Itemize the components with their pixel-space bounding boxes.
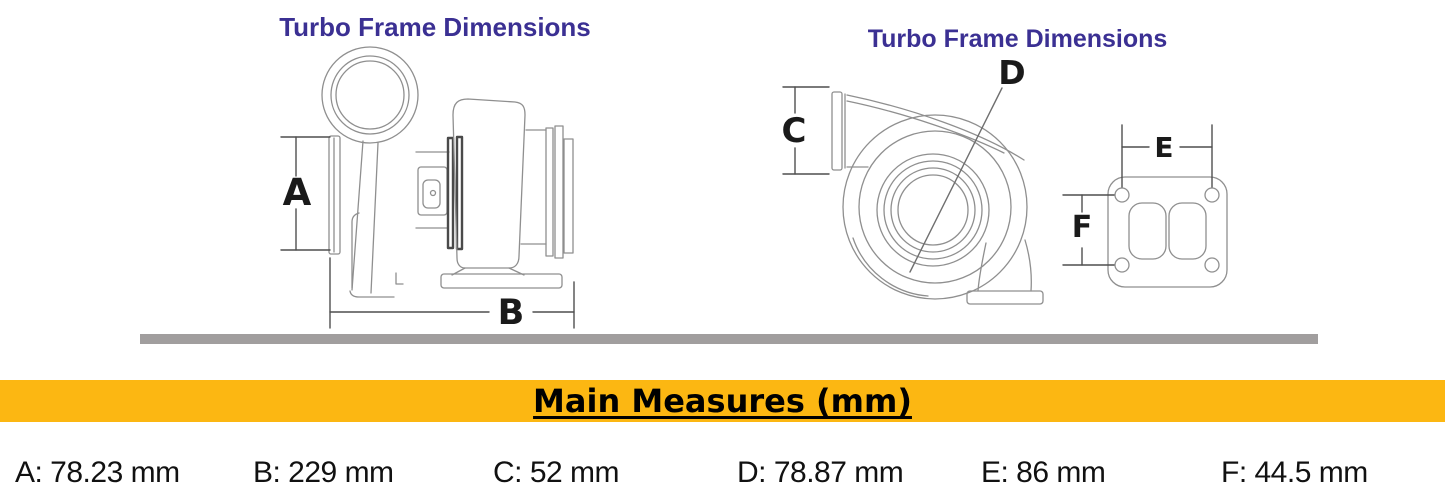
measure-b: B: 229 mm xyxy=(253,456,394,489)
dim-label-a: A xyxy=(283,171,312,214)
left-diagram-title: Turbo Frame Dimensions xyxy=(279,12,591,42)
dim-label-e: E xyxy=(1154,131,1173,164)
main-measures-banner: Main Measures (mm) xyxy=(0,380,1445,422)
compressor-neck xyxy=(349,140,404,298)
right-diagram: C D E F xyxy=(782,53,1228,305)
base-pedestal xyxy=(440,267,563,289)
exhaust-flange-face xyxy=(1107,176,1228,288)
turbo-drawings: A B xyxy=(140,46,1318,344)
measure-e: E: 86 mm xyxy=(981,456,1106,489)
measure-a: A: 78.23 mm xyxy=(15,456,180,489)
compressor-inlet-circles xyxy=(321,46,419,144)
center-cartridge xyxy=(415,151,450,229)
banner-title: Main Measures (mm) xyxy=(533,382,912,420)
compressor-backplate xyxy=(328,135,341,255)
dim-label-c: C xyxy=(782,111,807,151)
measure-f: F: 44.5 mm xyxy=(1221,456,1368,489)
right-diagram-title: Turbo Frame Dimensions xyxy=(867,25,1168,53)
dimension-e xyxy=(1121,124,1213,188)
dimension-c xyxy=(782,86,830,175)
measures-row: A: 78.23 mm B: 229 mm C: 52 mm D: 78.87 … xyxy=(0,456,1445,496)
dim-label-d: D xyxy=(998,53,1025,92)
dimension-f xyxy=(1062,194,1115,266)
dimension-b xyxy=(329,257,575,329)
dimension-d-line xyxy=(909,87,1003,273)
turbine-housing-side xyxy=(452,98,547,269)
volute-outlet xyxy=(966,239,1044,305)
turbine-volute xyxy=(842,114,1028,300)
volute-inlet xyxy=(831,91,1025,171)
divider-bar xyxy=(140,334,1318,344)
dimension-a xyxy=(280,136,331,251)
measure-c: C: 52 mm xyxy=(493,456,620,489)
vband-flange xyxy=(446,135,464,251)
dim-label-b: B xyxy=(498,293,525,333)
measure-d: D: 78.87 mm xyxy=(737,456,904,489)
left-diagram: A B xyxy=(280,46,575,333)
turbine-outlet-flanges xyxy=(545,125,574,259)
dim-label-f: F xyxy=(1072,210,1093,245)
